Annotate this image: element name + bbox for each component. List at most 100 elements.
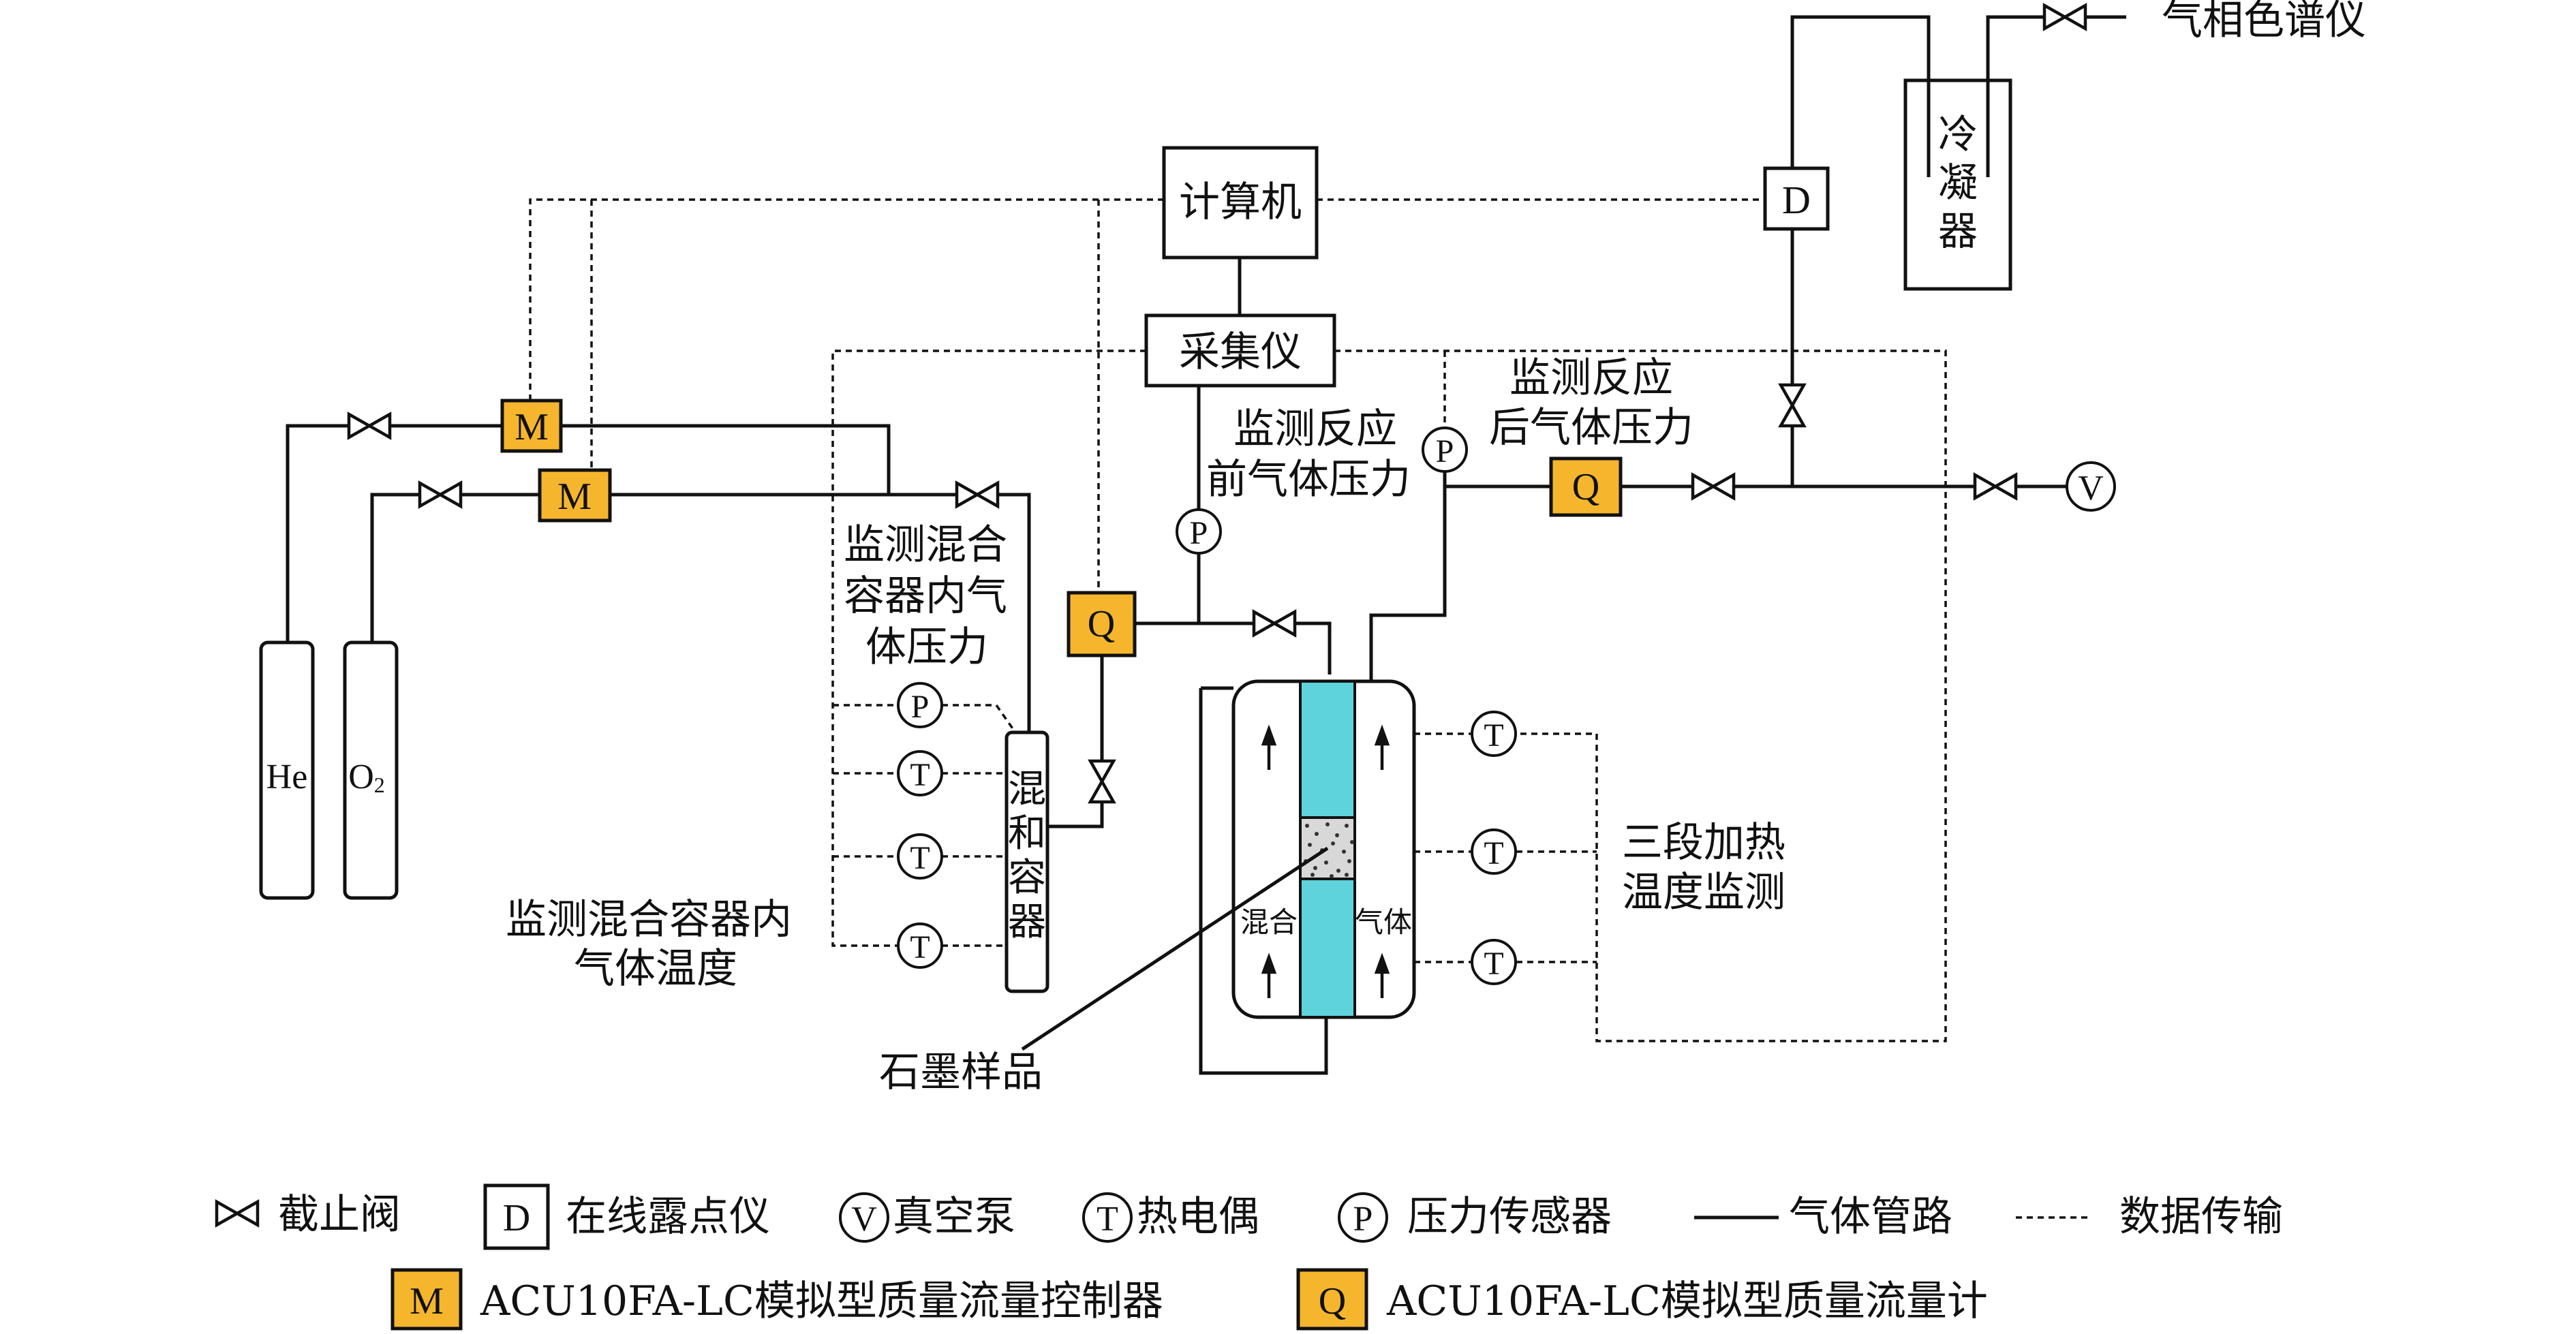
valve-mixer-inlet[interactable] — [955, 480, 1000, 509]
cylinder-he: He — [259, 640, 315, 900]
thermocouple-reactor-3-letter: T — [1484, 946, 1503, 982]
valve-o2[interactable] — [418, 480, 463, 509]
pressure-sensor-mixer-letter: P — [911, 689, 930, 725]
flowmeter-q1-letter: Q — [1088, 603, 1115, 645]
condenser-char-2: 凝 — [1938, 159, 1978, 206]
svg-text:气体管路: 气体管路 — [1789, 1193, 1952, 1241]
pipe-q1-out — [1135, 621, 1332, 674]
svg-text:三段加热: 三段加热 — [1622, 819, 1785, 867]
legend-thermocouple: T 热电偶 — [1082, 1192, 1259, 1243]
valve-vacuum[interactable] — [1973, 472, 2018, 501]
thermocouple-mixer-3-letter: T — [910, 929, 930, 965]
svg-text:后气体压力: 后气体压力 — [1489, 404, 1693, 452]
svg-text:前气体压力: 前气体压力 — [1206, 456, 1411, 503]
mixer-char-3: 容 — [1008, 856, 1046, 900]
thermocouple-reactor-2-letter: T — [1484, 835, 1503, 871]
dewpoint-meter: D — [1763, 166, 1830, 231]
thermocouple-mixer-1: T — [897, 750, 943, 796]
pipe-m1-out — [561, 424, 891, 495]
controller-m2: M — [538, 468, 612, 523]
legend-gas-line: 气体管路 — [1694, 1193, 1952, 1241]
pipe-mixer-out — [1047, 655, 1104, 828]
thermocouple-mixer-1-letter: T — [910, 757, 930, 793]
mixer-char-1: 混 — [1008, 767, 1046, 811]
computer-label: 计算机 — [1179, 179, 1302, 226]
legend: 截止阀 D 在线露点仪 V 真空泵 T 热电偶 P 压力传感器 气体管路 数 — [215, 1183, 2283, 1331]
svg-text:温度监测: 温度监测 — [1622, 869, 1785, 916]
mixing-vessel: 混 和 容 器 — [1005, 730, 1049, 993]
svg-text:M: M — [410, 1280, 444, 1322]
legend-flowmeter: Q ACU10FA-LC模拟型质量流量计 — [1296, 1268, 1988, 1331]
svg-text:体压力: 体压力 — [865, 623, 988, 671]
sample-speckle — [1304, 822, 1354, 878]
valve-gc[interactable] — [2042, 3, 2087, 31]
label-heating: 三段加热 温度监测 — [1622, 819, 1785, 916]
legend-vacuum: V 真空泵 — [839, 1192, 1015, 1243]
legend-data-line: 数据传输 — [2016, 1193, 2283, 1241]
legend-dewpoint: D 在线露点仪 — [483, 1183, 770, 1250]
valve-mixer-outlet[interactable] — [1088, 759, 1116, 804]
pipe-reactor-out — [1369, 471, 1447, 681]
pressure-sensor-mixer: P — [897, 682, 943, 728]
flowmeter-q1: Q — [1067, 591, 1137, 657]
cylinder-he-label: He — [266, 758, 308, 796]
svg-text:在线露点仪: 在线露点仪 — [566, 1193, 770, 1241]
pipe-he — [286, 424, 502, 642]
svg-text:压力传感器: 压力传感器 — [1407, 1193, 1612, 1241]
thermocouple-mixer-2: T — [897, 833, 943, 880]
acquisition-label: 采集仪 — [1179, 328, 1302, 376]
legend-valve: 截止阀 — [215, 1191, 401, 1239]
legend-controller: M ACU10FA-LC模拟型质量流量控制器 — [390, 1268, 1163, 1331]
acquisition-box: 采集仪 — [1144, 313, 1336, 388]
sample-label: 石墨样品 — [879, 1049, 1043, 1096]
mixer-char-2: 和 — [1008, 811, 1046, 856]
svg-text:监测混合容器内: 监测混合容器内 — [506, 896, 792, 944]
svg-text:ACU10FA-LC模拟型质量流量控制器: ACU10FA-LC模拟型质量流量控制器 — [480, 1277, 1163, 1325]
reactor-tube-top — [1299, 680, 1356, 819]
flowmeter-q2-letter: Q — [1572, 466, 1599, 508]
cylinder-o2: O2 — [343, 640, 399, 900]
computer-box: 计算机 — [1162, 146, 1319, 260]
cylinder-o2-label: O2 — [348, 758, 385, 797]
valve-he[interactable] — [347, 412, 392, 440]
label-pre-pressure: 监测反应 前气体压力 — [1206, 405, 1411, 503]
svg-text:数据传输: 数据传输 — [2119, 1193, 2283, 1241]
thermocouple-mixer-2-letter: T — [910, 840, 930, 876]
controller-m1: M — [500, 399, 563, 453]
vacuum-pump-letter: V — [2078, 469, 2104, 508]
valve-dewpoint[interactable] — [1778, 383, 1807, 428]
svg-text:截止阀: 截止阀 — [278, 1191, 401, 1239]
thermocouple-reactor-1-letter: T — [1484, 717, 1503, 754]
gc-label: 气相色谱仪 — [2162, 0, 2366, 44]
thermocouple-reactor-2: T — [1471, 828, 1517, 875]
svg-text:气体温度: 气体温度 — [574, 945, 737, 993]
label-post-pressure: 监测反应 后气体压力 — [1489, 354, 1693, 452]
data-computer-m1 — [529, 198, 1164, 401]
vacuum-pump: V — [2066, 461, 2116, 512]
pressure-sensor-post: P — [1422, 426, 1468, 473]
valve-reactor-inlet[interactable] — [1252, 609, 1297, 638]
label-mix-pressure: 监测混合 容器内气 体压力 — [844, 521, 1007, 671]
thermocouple-reactor-3: T — [1471, 939, 1517, 985]
flow-arrows — [1261, 724, 1390, 998]
svg-text:D: D — [503, 1197, 530, 1239]
label-mix-temp: 监测混合容器内 气体温度 — [506, 896, 792, 993]
data-lines — [529, 198, 1947, 1042]
thermocouple-mixer-3: T — [897, 922, 943, 969]
svg-text:真空泵: 真空泵 — [893, 1193, 1015, 1241]
data-acq-left — [831, 350, 1146, 947]
svg-text:热电偶: 热电偶 — [1137, 1193, 1259, 1241]
flowmeter-q2: Q — [1549, 456, 1623, 517]
reactor-right-text: 气体 — [1355, 905, 1412, 939]
valve-outlet[interactable] — [1691, 472, 1736, 501]
condenser: 冷 凝 器 — [1903, 78, 2012, 291]
controller-m2-letter: M — [557, 476, 592, 518]
pressure-sensor-pre-letter: P — [1190, 515, 1208, 551]
svg-text:Q: Q — [1319, 1280, 1346, 1322]
controller-m1-letter: M — [515, 406, 549, 448]
dewpoint-letter: D — [1782, 178, 1811, 222]
reactor-tube-bottom — [1299, 878, 1356, 1019]
svg-text:监测混合: 监测混合 — [844, 521, 1007, 569]
data-p-mix-to-mixer — [942, 704, 1017, 734]
